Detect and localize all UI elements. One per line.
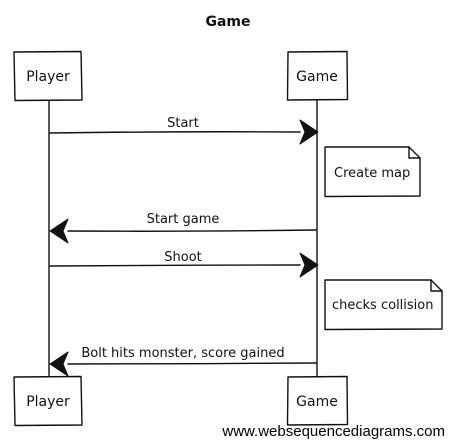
participant-box — [13, 50, 83, 102]
note-text: checks collision — [332, 298, 433, 313]
note-text: Create map — [334, 166, 410, 181]
message-line — [67, 229, 317, 232]
arrow-head-right — [299, 119, 319, 145]
player-participant-bottom: Player — [13, 375, 83, 427]
message-line — [49, 264, 301, 267]
arrow-head-left — [49, 351, 69, 377]
note-box — [324, 146, 421, 198]
note-checks-collision: checks collision — [324, 279, 443, 331]
note-box — [324, 279, 443, 331]
note-corner-fold — [430, 279, 443, 292]
message-line — [49, 131, 301, 134]
message-shoot: Shoot — [49, 250, 319, 278]
game-participant-top: Game — [286, 50, 349, 101]
message-start-game: Start game — [49, 212, 317, 244]
arrow-head-right — [299, 252, 319, 278]
message-label: Start — [167, 116, 199, 131]
player-participant-top: Player — [13, 50, 83, 102]
message-label: Bolt hits monster, score gained — [81, 346, 284, 361]
game-participant-bottom: Game — [286, 375, 349, 426]
participant-label: Player — [26, 394, 70, 410]
watermark-text: www.websequencediagrams.com — [221, 423, 445, 440]
participant-box — [286, 375, 349, 426]
participant-label: Game — [296, 69, 338, 85]
message-label: Start game — [147, 212, 220, 227]
participant-box — [13, 375, 83, 427]
message-line — [67, 362, 317, 365]
diagram-title: Game — [205, 14, 250, 30]
participant-label: Game — [296, 394, 338, 410]
message-start: Start — [49, 116, 319, 145]
participant-box — [286, 50, 349, 101]
note-corner-fold — [408, 146, 421, 159]
arrow-head-left — [49, 218, 69, 244]
message-bolt-hits-monster: Bolt hits monster, score gained — [49, 346, 317, 377]
note-create-map: Create map — [324, 146, 421, 198]
participant-label: Player — [26, 69, 70, 85]
message-label: Shoot — [164, 250, 202, 265]
